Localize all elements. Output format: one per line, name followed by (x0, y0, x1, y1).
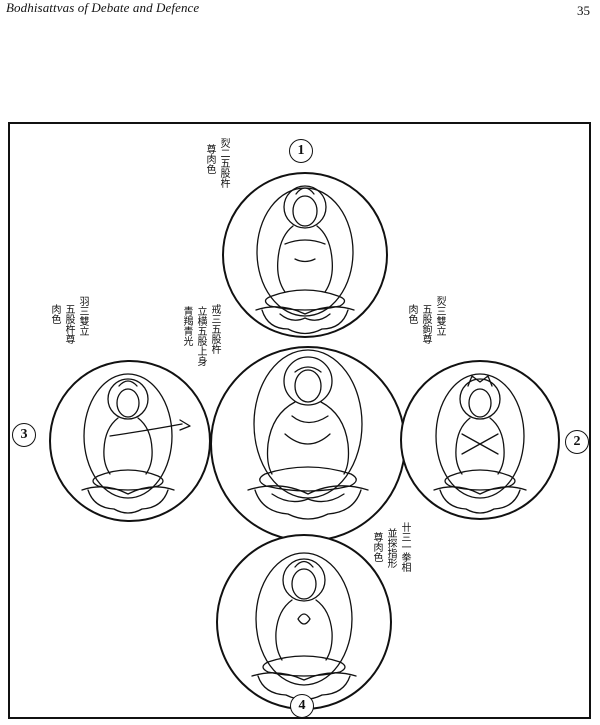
medallion-bottom (216, 534, 392, 710)
inscription-center-line-1: 戒三五股杵 (209, 304, 220, 354)
inscription-bottom-line-3: 尊肉色 (371, 532, 382, 562)
figure-number-4: 4 (290, 694, 314, 718)
page-number: 35 (577, 3, 590, 18)
inscription-right-line-1: 烮三雙立 (434, 296, 445, 336)
running-head: Bodhisattvas of Debate and Defence (6, 0, 200, 15)
inscription-left-line-1: 羽三雙立 (77, 296, 88, 336)
figure-top-art (255, 185, 355, 335)
figure-right-art (433, 373, 527, 514)
inscription-top-line-1: 烮二五股杵 (218, 138, 229, 188)
figure-number-1: 1 (289, 139, 313, 163)
inscription-top-line-2: 尊肉色 (204, 144, 215, 174)
inscription-left-line-2: 五股杵尊 (63, 304, 74, 344)
medallion-left (49, 360, 211, 522)
inscription-right-line-3: 肉色 (406, 304, 417, 324)
figure-center-art (247, 349, 369, 520)
inscription-bottom-line-2: 並探指形 (385, 528, 396, 568)
figure-number-3: 3 (12, 423, 36, 447)
inscription-center-line-2: 立横五股上身 (195, 306, 206, 366)
inscription-right-line-2: 五股鉤尊 (420, 304, 431, 344)
inscription-bottom-line-1: 卄三一拳相 (399, 522, 410, 572)
plate-frame: 1 2 3 4 烮二五股杵 尊肉色 羽三雙立 五股杵尊 肉色 戒三五股杵 立横五… (8, 122, 591, 719)
figure-number-2: 2 (565, 430, 589, 454)
bodhisattva-illustrations (81, 185, 527, 701)
figure-left-art (81, 373, 191, 514)
figure-bottom-art (251, 552, 357, 701)
inscription-left-line-3: 肉色 (49, 304, 60, 324)
inscription-center-line-3: 青羯青光 (181, 306, 192, 346)
